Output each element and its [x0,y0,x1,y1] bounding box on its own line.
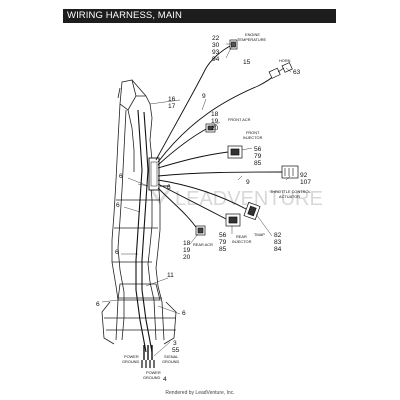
callout-94: 94 [212,56,220,63]
junction-block [148,157,160,191]
rear-injector-caption-1: REAR [236,234,247,239]
signal-ground-caption-1: SIGNAL [164,354,179,359]
callout-19: 19 [183,247,191,254]
throttle-caption-2: ACTUATOR [279,194,300,199]
front-injector-connector [227,145,243,159]
callout-56: 56 [219,232,227,239]
callout-17: 17 [168,103,176,110]
front-acr-connector [205,123,216,133]
footer-credit: Rendered by LeadVenture, Inc. [165,390,235,396]
callout-22: 22 [212,35,220,42]
frame-outline [101,79,177,345]
callout-84: 84 [274,246,282,253]
callout-79: 79 [254,153,262,160]
callout-6: 6 [116,202,120,209]
power-ground-caption-a1: POWER [124,354,139,359]
throttle-control-connector [281,165,299,179]
callout-leaders [101,43,292,357]
callout-9: 9 [202,93,206,100]
horn-caption: HORN [279,58,291,63]
callout-19: 19 [211,118,219,125]
engine-temperature-connector [229,39,238,50]
component-captions: ENGINE TEMPERATURE HORN FRONT ACR FRONT … [122,32,311,380]
diagram-title: WIRING HARNESS, MAIN [63,9,336,23]
callout-85: 85 [219,246,227,253]
callout-92: 92 [300,172,308,179]
callout-11: 11 [167,272,174,279]
tmap-connector [243,201,261,221]
power-ground-caption-a2: GROUND [122,359,139,364]
throttle-caption-1: THROTTLE CONTROL [270,189,311,194]
tmap-caption: TMAP [254,232,265,237]
power-ground-caption-b2: GROUND [143,375,160,380]
harness-trunk [135,109,153,360]
callout-63: 63 [293,69,301,76]
signal-ground-caption-2: GROUND [162,359,179,364]
callout-6: 6 [96,301,100,308]
front-acr-caption: FRONT ACR [228,117,251,122]
callout-4: 4 [163,376,167,383]
rear-injector-caption-2: INJECTOR [232,239,252,244]
callout-79: 79 [219,239,227,246]
callout-15: 15 [243,59,251,66]
callout-6: 6 [115,249,119,256]
rear-acr-connector [195,225,206,236]
engine-temperature-caption-1: ENGINE [245,32,260,37]
rear-injector-connector [225,213,241,227]
callout-55: 55 [172,347,180,354]
callout-107: 107 [300,179,311,186]
callout-56: 56 [254,146,262,153]
callout-18: 18 [211,111,219,118]
engine-temperature-caption-2: TEMPERATURE [237,37,267,42]
callout-18: 18 [183,240,191,247]
callout-3: 3 [173,340,177,347]
callout-6: 6 [119,173,123,180]
power-ground-caption-b1: POWER [146,370,161,375]
callout-82: 82 [274,232,282,239]
ground-terminals [141,360,155,368]
horn-connector [268,62,293,79]
callout-83: 83 [274,239,282,246]
callout-9: 9 [246,179,250,186]
callout-85: 85 [254,160,262,167]
rear-acr-caption: REAR ACR [193,242,213,247]
callout-numbers: 22 30 93 94 15 63 9 16 17 18 19 20 56 79… [96,35,311,383]
harness-branches [155,44,283,231]
connectors [141,39,299,368]
callout-20: 20 [183,254,191,261]
front-injector-caption-2: INJECTOR [243,135,263,140]
callout-30: 30 [212,42,220,49]
callout-6: 6 [167,184,171,191]
front-injector-caption-1: FRONT [246,130,260,135]
callout-20: 20 [211,125,219,132]
callout-93: 93 [212,49,220,56]
callout-16: 16 [168,96,176,103]
callout-6: 6 [182,310,186,317]
